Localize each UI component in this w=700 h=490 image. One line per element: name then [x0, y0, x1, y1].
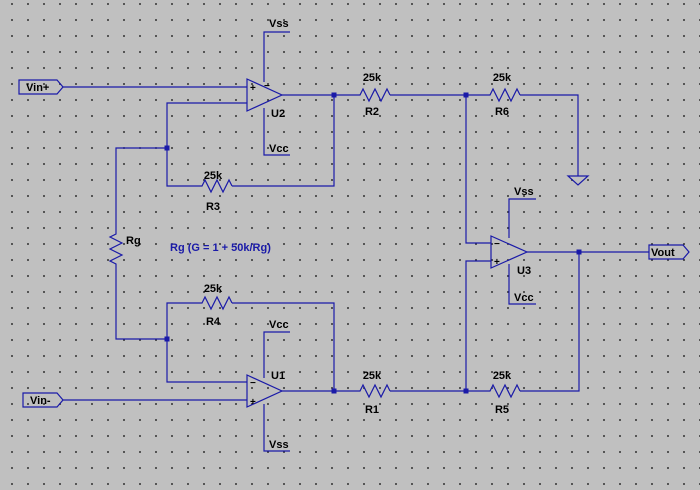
opamp-label: U1 [271, 370, 285, 382]
resistor-zigzag [358, 383, 391, 399]
resistor-value: 25k [363, 370, 382, 382]
resistor-r6[interactable]: 25k R6 [488, 72, 521, 118]
opamp-label: U3 [517, 265, 531, 277]
junction-dot [164, 145, 170, 151]
resistor-zigzag [488, 87, 521, 103]
resistor-value: 25k [204, 170, 223, 182]
resistor-value: 25k [493, 370, 512, 382]
wire-r6-right [520, 94, 579, 176]
junction-dot [576, 249, 582, 255]
resistor-name: R2 [365, 106, 379, 118]
junctions [164, 92, 582, 394]
junction-dot [463, 388, 469, 394]
wire-u1-vcc [263, 331, 290, 378]
junction-dot [164, 336, 170, 342]
opamp-triangle [246, 374, 284, 408]
supply-label-u3-vss: Vss [514, 186, 534, 198]
wire-r4-right [232, 302, 335, 391]
resistor-value: 25k [363, 72, 382, 84]
wire-u3-vcc [508, 264, 536, 305]
resistor-zigzag [358, 87, 391, 103]
wires [63, 31, 649, 452]
supply-label-u1-vcc: Vcc [269, 319, 289, 331]
resistor-r5[interactable]: 25k R5 [488, 370, 521, 416]
wire-rg-top [115, 147, 167, 232]
junction-dot [331, 388, 337, 394]
port-vout[interactable]: Vout [648, 244, 690, 260]
wire-u3-vss [508, 198, 536, 238]
resistor-zigzag [200, 295, 233, 311]
supply-label-u1-vss: Vss [269, 439, 289, 451]
opamp-u1[interactable]: − + U1 [246, 370, 285, 408]
wire-u2-vcc [263, 108, 290, 156]
opamp-plus-sign: + [250, 397, 256, 408]
gain-annotation: Rg (G = 1 + 50k/Rg) [170, 242, 271, 254]
junction-dot [331, 92, 337, 98]
resistor-rg[interactable]: Rg [108, 232, 141, 266]
ground-symbol [566, 175, 590, 186]
resistor-r1[interactable]: 25k R1 [358, 370, 391, 416]
resistor-zigzag [488, 383, 521, 399]
supply-label-u2-vss: Vss [269, 18, 289, 30]
opamp-triangle [246, 78, 284, 112]
opamp-minus-sign: − [494, 239, 500, 250]
resistor-name: R1 [365, 404, 379, 416]
resistor-value: 25k [204, 283, 223, 295]
resistor-r4[interactable]: 25k R4 [200, 283, 233, 328]
resistor-name: R3 [206, 201, 220, 213]
wire-r3-feedback [232, 95, 335, 187]
port-flag [648, 244, 690, 260]
opamp-triangle [490, 235, 529, 269]
supply-label-u2-vcc: Vcc [269, 143, 289, 155]
opamp-minus-sign: − [250, 378, 256, 389]
resistor-name: Rg [126, 235, 141, 247]
resistor-value: 25k [493, 72, 512, 84]
resistor-r3[interactable]: 25k R3 [200, 170, 233, 213]
opamp-label: U2 [271, 108, 285, 120]
resistor-name: R5 [495, 404, 509, 416]
wire-rg-bottom [115, 266, 167, 340]
port-label: Vin+ [26, 82, 49, 94]
opamp-plus-sign: + [250, 83, 256, 94]
port-vin-minus[interactable]: Vin- [22, 392, 64, 408]
port-label: Vin- [30, 395, 51, 407]
opamp-minus-sign: − [264, 81, 270, 92]
wire-u2-vss [263, 31, 290, 82]
resistor-zigzag [200, 178, 233, 194]
port-flag [22, 392, 64, 408]
port-label: Vout [651, 247, 675, 259]
wire-u3-plus [465, 260, 491, 391]
opamp-u2[interactable]: − + U2 [246, 78, 285, 120]
supply-label-u3-vcc: Vcc [514, 292, 534, 304]
resistor-name: R6 [495, 106, 509, 118]
resistor-r2[interactable]: 25k R2 [358, 72, 391, 118]
wire-u2-minus [166, 102, 247, 187]
wire-r5-feedback [520, 252, 580, 392]
port-vin-plus[interactable]: Vin+ [18, 79, 64, 95]
wire-r4-left [166, 302, 247, 383]
opamp-u3[interactable]: − + U3 [490, 235, 531, 277]
wire-u3-minus [465, 95, 491, 244]
resistor-zigzag [108, 232, 124, 266]
wire-u1-vss [263, 404, 290, 452]
opamp-plus-sign: + [494, 257, 500, 268]
port-flag [18, 79, 64, 95]
junction-dot [463, 92, 469, 98]
resistor-name: R4 [206, 316, 221, 328]
